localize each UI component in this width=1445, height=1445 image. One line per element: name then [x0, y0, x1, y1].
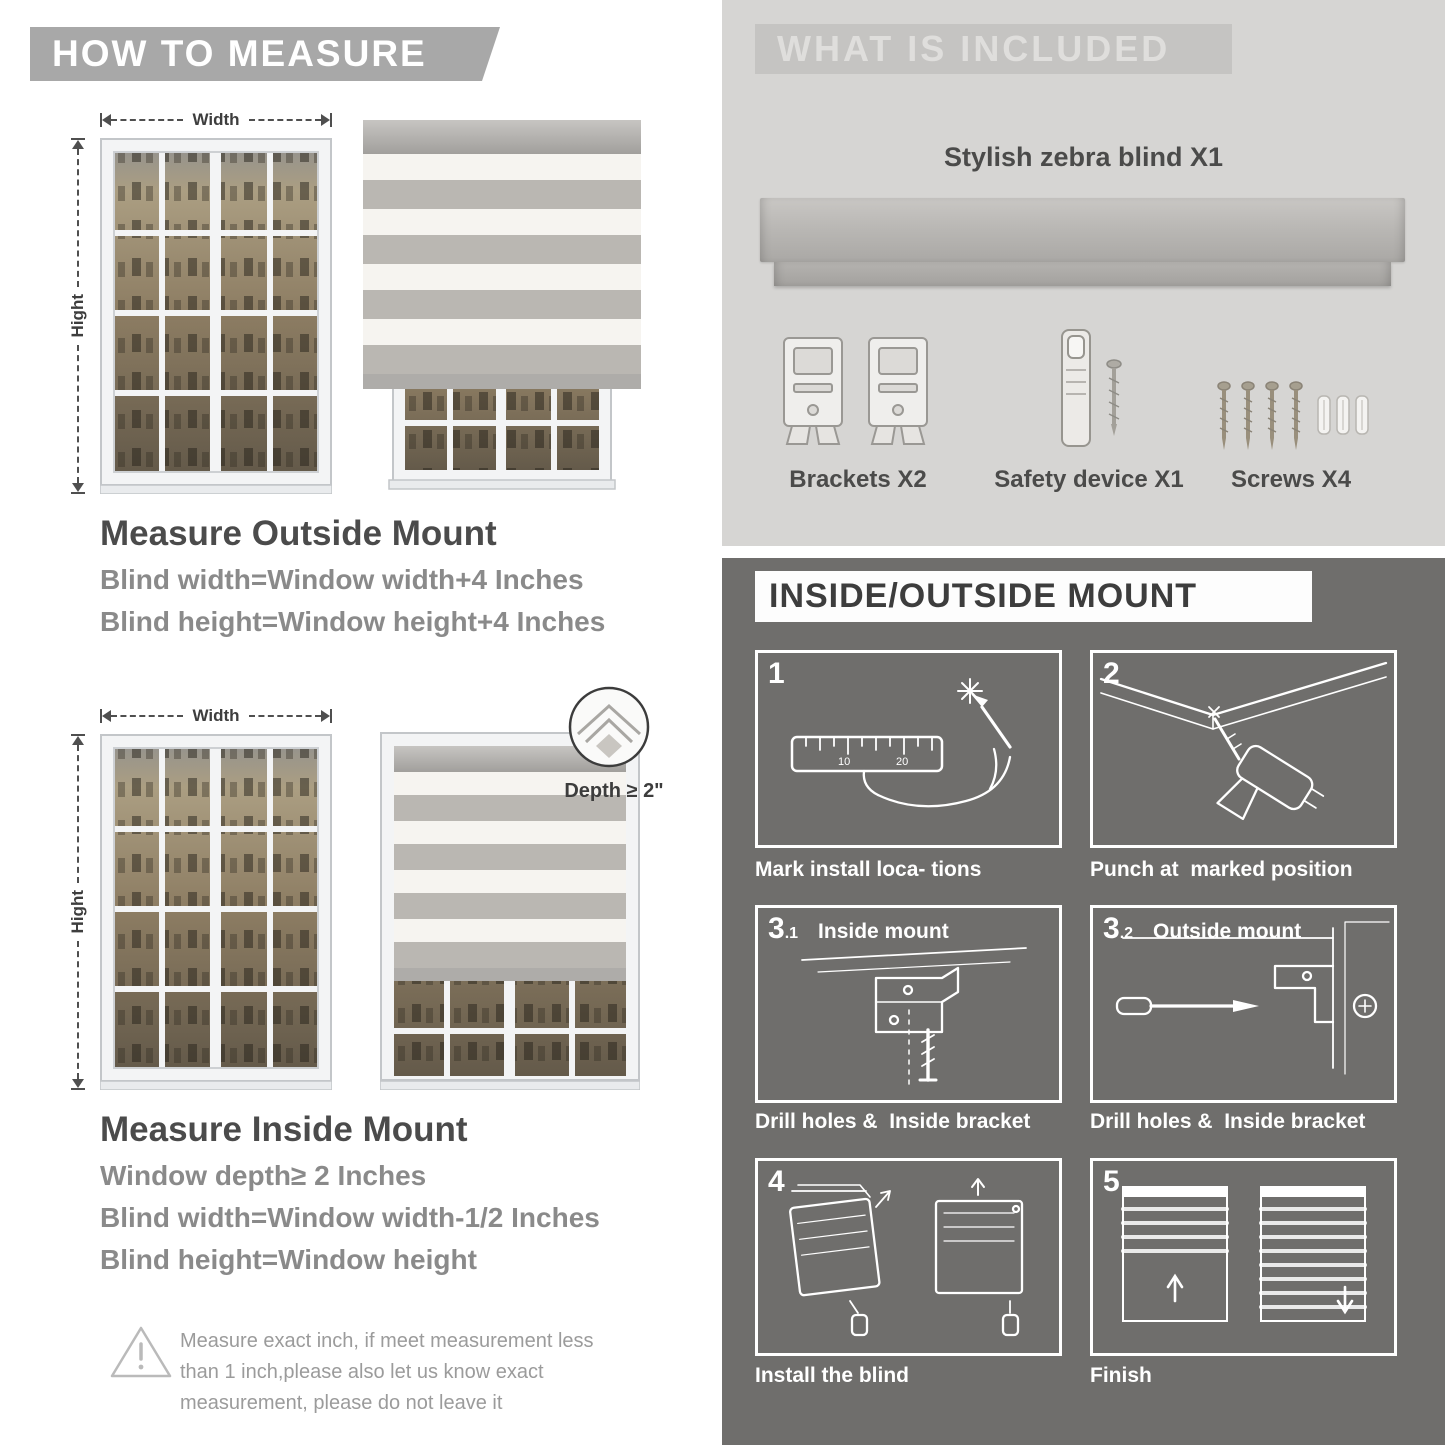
how-to-measure-header: HOW TO MEASURE [30, 27, 500, 81]
dashed-line [248, 119, 321, 121]
svg-text:20: 20 [896, 756, 908, 768]
height-arrow: Hight [68, 734, 88, 1090]
step-4-caption: Install the blind [755, 1364, 910, 1387]
width-label: Width [192, 706, 240, 725]
dashed-line [77, 745, 79, 884]
mount-header: INSIDE/OUTSIDE MOUNT [755, 571, 1312, 622]
step-5-illustration [1121, 1186, 1367, 1322]
step-panel-5: 5 [1090, 1158, 1397, 1356]
width-arrow: Width [100, 706, 332, 726]
arrow-right-icon [321, 114, 330, 126]
brackets-icon [783, 337, 928, 445]
step-3-1-caption: Drill holes & Inside bracket [755, 1110, 1031, 1133]
dashed-line [77, 149, 79, 288]
how-to-measure-section: HOW TO MEASURE Width Hight [0, 0, 722, 1445]
step-panel-3-2: 3 .2 Outside mount [1090, 905, 1397, 1103]
window-illustration [100, 734, 332, 1090]
arrow-tick [71, 734, 85, 736]
brackets-label: Brackets X2 [789, 466, 927, 493]
headrail-illustration [760, 198, 1405, 262]
step-panel-3-1: 3 .1 Inside mount [755, 905, 1062, 1103]
step-number: 3 .2 Outside mount [1103, 912, 1302, 945]
mount-instructions-section: INSIDE/OUTSIDE MOUNT 10 20 [722, 558, 1445, 1445]
arrow-up-icon [72, 736, 84, 745]
step-3-2-illustration [1115, 921, 1390, 1075]
product-name: Stylish zebra blind X1 [943, 142, 1224, 172]
step-4-illustration [789, 1178, 1024, 1337]
step-2-illustration [1099, 661, 1388, 821]
step-panel-1: 10 20 1 [755, 650, 1062, 848]
zebra-blind-outside-illustration [363, 120, 641, 490]
step-number: 5 [1103, 1165, 1120, 1198]
step-number: 3 .1 Inside mount [768, 912, 949, 945]
headrail-lip-illustration [774, 262, 1391, 286]
what-is-included-header: WHAT IS INCLUDED [755, 24, 1232, 74]
safety-device-icon [1061, 329, 1122, 447]
arrow-tick [100, 113, 102, 127]
step-3-2-caption: Drill holes & Inside bracket [1090, 1110, 1366, 1133]
outside-mount-formula-width: Blind width=Window width+4 Inches [100, 564, 584, 595]
step-1-illustration: 10 20 [790, 678, 1012, 808]
step-5-caption: Finish [1090, 1364, 1152, 1387]
measure-warning-text: Measure exact inch, if meet measurement … [180, 1330, 594, 1414]
screws-icon [1217, 381, 1369, 450]
step-panel-4: 4 [755, 1158, 1062, 1356]
inside-mount-formula-width: Blind width=Window width-1/2 Inches [100, 1202, 600, 1233]
svg-text:10: 10 [838, 756, 850, 768]
step-number: 1 [768, 657, 785, 690]
height-arrow: Hight [68, 138, 88, 494]
arrow-tick [330, 709, 332, 723]
screws-label: Screws X4 [1230, 466, 1352, 493]
height-label: Hight [68, 890, 87, 934]
inside-mount-title: Measure Inside Mount [100, 1110, 468, 1149]
zebra-blind-inside-illustration [380, 732, 640, 1090]
arrow-tick [71, 1088, 85, 1090]
safety-device-label: Safety device X1 [994, 466, 1184, 493]
arrow-tick [71, 492, 85, 494]
arrow-tick [71, 138, 85, 140]
arrow-up-icon [72, 140, 84, 149]
what-is-included-section: WHAT IS INCLUDED Stylish zebra blind X1 [722, 0, 1445, 546]
width-label: Width [192, 110, 240, 129]
dashed-line [248, 715, 321, 717]
dashed-line [111, 715, 184, 717]
dashed-line [77, 344, 79, 483]
outside-mount-title: Measure Outside Mount [100, 514, 497, 553]
inside-mount-formula-height: Blind height=Window height [100, 1244, 477, 1275]
warning-triangle-icon [110, 1326, 172, 1378]
step-2-caption: Punch at marked position [1090, 858, 1353, 881]
step-1-caption: Mark install loca- tions [755, 858, 982, 881]
window-illustration [100, 138, 332, 494]
arrow-tick [330, 113, 332, 127]
outside-mount-formula-height: Blind height=Window height+4 Inches [100, 606, 606, 637]
arrow-right-icon [321, 710, 330, 722]
dashed-line [111, 119, 184, 121]
inside-mount-formula-depth: Window depth≥ 2 Inches [100, 1160, 427, 1191]
depth-callout-label: Depth ≥ 2" [564, 780, 664, 802]
arrow-tick [100, 709, 102, 723]
step-3-1-illustration [801, 947, 1027, 1085]
right-column: WHAT IS INCLUDED Stylish zebra blind X1 [722, 0, 1445, 1445]
arrow-down-icon [72, 1079, 84, 1088]
depth-callout-icon [568, 686, 650, 768]
step-number: 4 [768, 1165, 785, 1198]
arrow-left-icon [102, 114, 111, 126]
width-arrow: Width [100, 110, 332, 130]
step-panel-2: 2 [1090, 650, 1397, 848]
step-number: 2 [1103, 657, 1120, 690]
arrow-left-icon [102, 710, 111, 722]
height-label: Hight [68, 294, 87, 338]
arrow-down-icon [72, 483, 84, 492]
dashed-line [77, 940, 79, 1079]
